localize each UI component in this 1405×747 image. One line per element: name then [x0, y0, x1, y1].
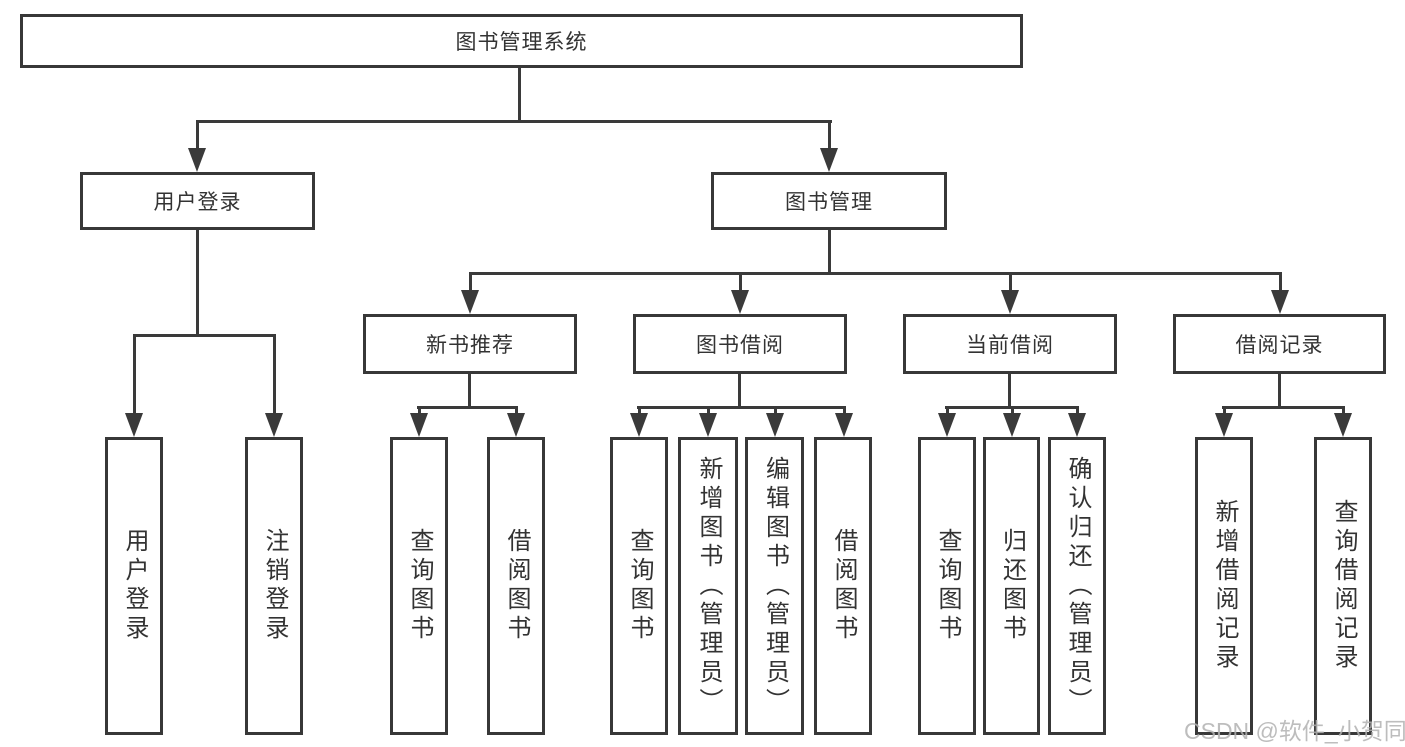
leaf-user-login: 用户登录	[105, 437, 163, 735]
leaf-edit-book-admin: 编辑图书（管理员）	[745, 437, 804, 735]
arrow-down-icon	[699, 413, 717, 437]
connector-line	[1223, 406, 1226, 417]
connector-line	[133, 334, 136, 417]
connector-line	[946, 406, 949, 417]
leaf-label: 借阅图书	[503, 528, 530, 644]
arrow-down-icon	[125, 413, 143, 437]
connector-line	[469, 272, 472, 294]
leaf-label: 查询图书	[406, 528, 433, 644]
leaf-label: 查询图书	[626, 528, 653, 644]
connector-line	[637, 406, 846, 409]
node-label: 借阅记录	[1235, 334, 1324, 357]
arrow-down-icon	[1068, 413, 1086, 437]
connector-line	[1009, 272, 1012, 294]
connector-line	[1076, 406, 1079, 417]
connector-line	[418, 406, 421, 417]
leaf-label: 借阅图书	[830, 528, 857, 644]
leaf-return-books: 归还图书	[983, 437, 1040, 735]
connector-line	[196, 120, 199, 152]
connector-line	[739, 272, 742, 294]
leaf-query-borrow-record: 查询借阅记录	[1314, 437, 1372, 735]
node-new-book-recommendation: 新书推荐	[363, 314, 577, 374]
arrow-down-icon	[410, 413, 428, 437]
connector-line	[133, 334, 275, 337]
leaf-label: 查询借阅记录	[1330, 499, 1357, 673]
leaf-label: 注销登录	[261, 528, 288, 644]
leaf-add-borrow-record: 新增借阅记录	[1195, 437, 1253, 735]
arrow-down-icon	[766, 413, 784, 437]
connector-line	[774, 406, 777, 417]
node-label: 图书管理	[785, 191, 873, 214]
leaf-query-books-current: 查询图书	[918, 437, 976, 735]
arrow-down-icon	[265, 413, 283, 437]
leaf-label: 归还图书	[998, 528, 1026, 644]
node-label: 用户登录	[153, 191, 242, 214]
leaf-borrow-books-recommend: 借阅图书	[487, 437, 545, 735]
connector-line	[196, 120, 832, 123]
leaf-borrow-books: 借阅图书	[814, 437, 872, 735]
arrow-down-icon	[1271, 290, 1289, 314]
arrow-down-icon	[1003, 413, 1021, 437]
arrow-down-icon	[1334, 413, 1352, 437]
connector-line	[518, 66, 521, 122]
node-book-management: 图书管理	[711, 172, 947, 230]
arrow-down-icon	[820, 148, 838, 172]
connector-line	[515, 406, 518, 417]
leaf-label: 用户登录	[121, 528, 148, 644]
node-label: 当前借阅	[966, 334, 1054, 357]
connector-line	[468, 372, 471, 408]
watermark: CSDN @软件_小贺同学	[1184, 718, 1405, 744]
connector-line	[1011, 406, 1014, 417]
arrow-down-icon	[835, 413, 853, 437]
leaf-query-books-recommend: 查询图书	[390, 437, 448, 735]
leaf-label: 新增图书（管理员）	[695, 455, 722, 717]
leaf-label: 新增借阅记录	[1211, 499, 1238, 673]
connector-line	[828, 230, 831, 274]
leaf-label: 编辑图书（管理员）	[761, 455, 789, 717]
node-label: 图书借阅	[696, 334, 784, 357]
connector-line	[1222, 406, 1345, 409]
connector-line	[417, 406, 518, 409]
connector-line	[469, 272, 1282, 275]
arrow-down-icon	[1001, 290, 1019, 314]
arrow-down-icon	[507, 413, 525, 437]
leaf-label: 确认归还（管理员）	[1064, 455, 1091, 717]
connector-line	[843, 406, 846, 417]
leaf-add-book-admin: 新增图书（管理员）	[678, 437, 738, 735]
connector-line	[196, 230, 199, 336]
leaf-logout: 注销登录	[245, 437, 303, 735]
arrow-down-icon	[461, 290, 479, 314]
connector-line	[273, 334, 276, 417]
connector-line	[1278, 372, 1281, 408]
node-library-management-system: 图书管理系统	[20, 14, 1023, 68]
node-current-borrowing: 当前借阅	[903, 314, 1117, 374]
arrow-down-icon	[630, 413, 648, 437]
leaf-confirm-return-admin: 确认归还（管理员）	[1048, 437, 1106, 735]
arrow-down-icon	[731, 290, 749, 314]
arrow-down-icon	[188, 148, 206, 172]
node-label: 新书推荐	[426, 334, 514, 357]
arrow-down-icon	[938, 413, 956, 437]
leaf-query-books-borrow: 查询图书	[610, 437, 668, 735]
leaf-label: 查询图书	[934, 528, 961, 644]
node-label: 图书管理系统	[455, 31, 588, 54]
connector-line	[1008, 372, 1011, 408]
connector-line	[1279, 272, 1282, 294]
connector-line	[638, 406, 641, 417]
connector-line	[738, 372, 741, 408]
node-book-borrowing: 图书借阅	[633, 314, 847, 374]
arrow-down-icon	[1215, 413, 1233, 437]
connector-line	[828, 120, 831, 152]
connector-line	[707, 406, 710, 417]
node-borrowing-records: 借阅记录	[1173, 314, 1386, 374]
node-user-login: 用户登录	[80, 172, 315, 230]
connector-line	[1342, 406, 1345, 417]
